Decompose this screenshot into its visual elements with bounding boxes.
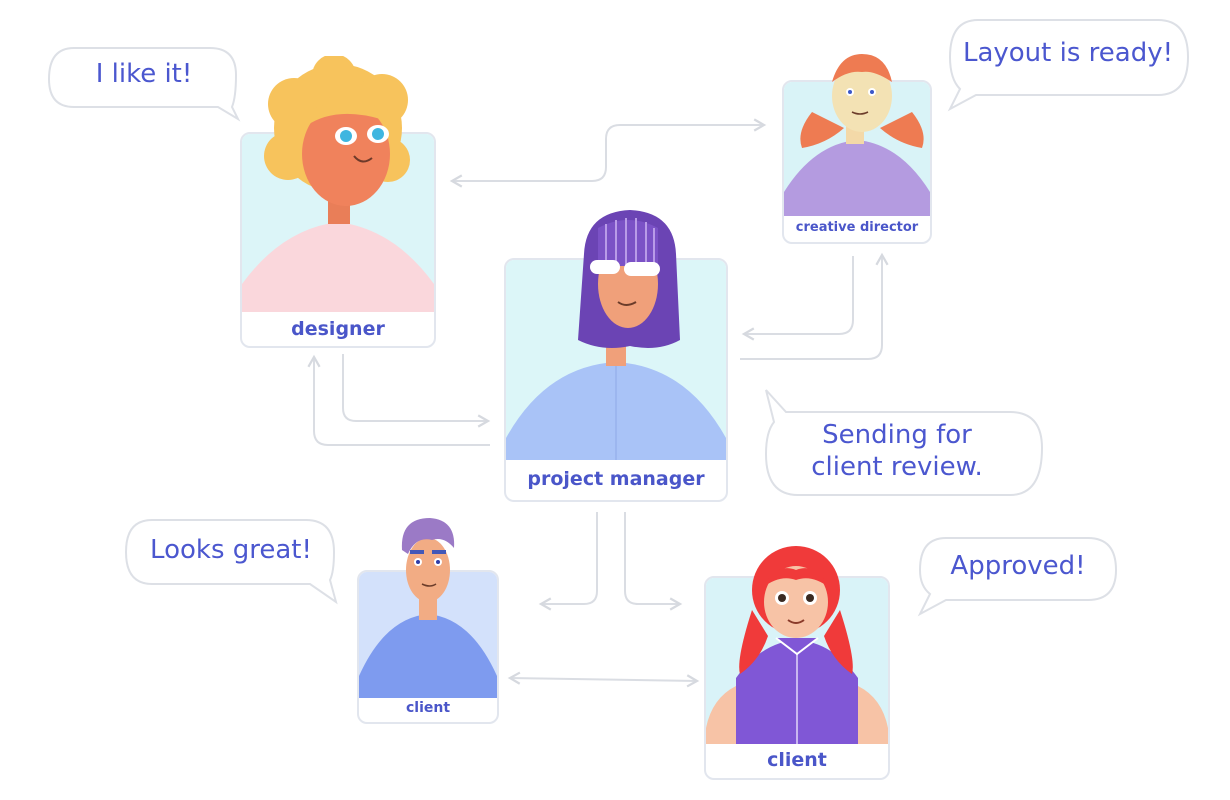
client-right-head xyxy=(739,546,853,674)
project-manager-label: project manager xyxy=(527,468,705,490)
client-left-label: client xyxy=(405,700,451,716)
client-left-card: client xyxy=(357,570,499,724)
speech-bubble-creative-director: Layout is ready! xyxy=(946,19,1190,113)
client-left-head xyxy=(401,518,455,602)
speech-text-designer: I like it! xyxy=(95,59,193,89)
speech-bubble-client-right: Approved! xyxy=(916,536,1120,617)
arrow-pm-to-director xyxy=(740,252,889,360)
speech-bubble-project-manager: Sending for client review. xyxy=(764,388,1044,498)
designer-head xyxy=(264,56,410,206)
arrow-director-to-pm xyxy=(741,256,854,341)
speech-bubble-client-left: Looks great! xyxy=(124,518,338,605)
speech-text-client-right: Approved! xyxy=(950,551,1086,581)
client-right-label: client xyxy=(767,749,827,771)
arrow-designer-to-pm xyxy=(342,354,491,428)
arrow-pm-to-designer xyxy=(307,354,490,446)
speech-text-creative-director: Layout is ready! xyxy=(962,38,1174,68)
arrow-pm-to-client-left xyxy=(538,512,598,611)
creative-director-label: creative director xyxy=(795,220,919,235)
creative-director-head xyxy=(800,54,924,148)
speech-bubble-designer: I like it! xyxy=(47,47,241,123)
arrow-client-client xyxy=(507,671,700,688)
designer-label: designer xyxy=(291,318,385,340)
speech-text-project-manager: Sending for client review. xyxy=(811,420,983,482)
arrow-designer-director xyxy=(449,118,767,188)
arrow-pm-to-client-right xyxy=(624,512,683,611)
project-manager-head xyxy=(578,210,680,348)
client-right-avatar xyxy=(706,578,888,744)
speech-text-client-left: Looks great! xyxy=(150,535,312,565)
